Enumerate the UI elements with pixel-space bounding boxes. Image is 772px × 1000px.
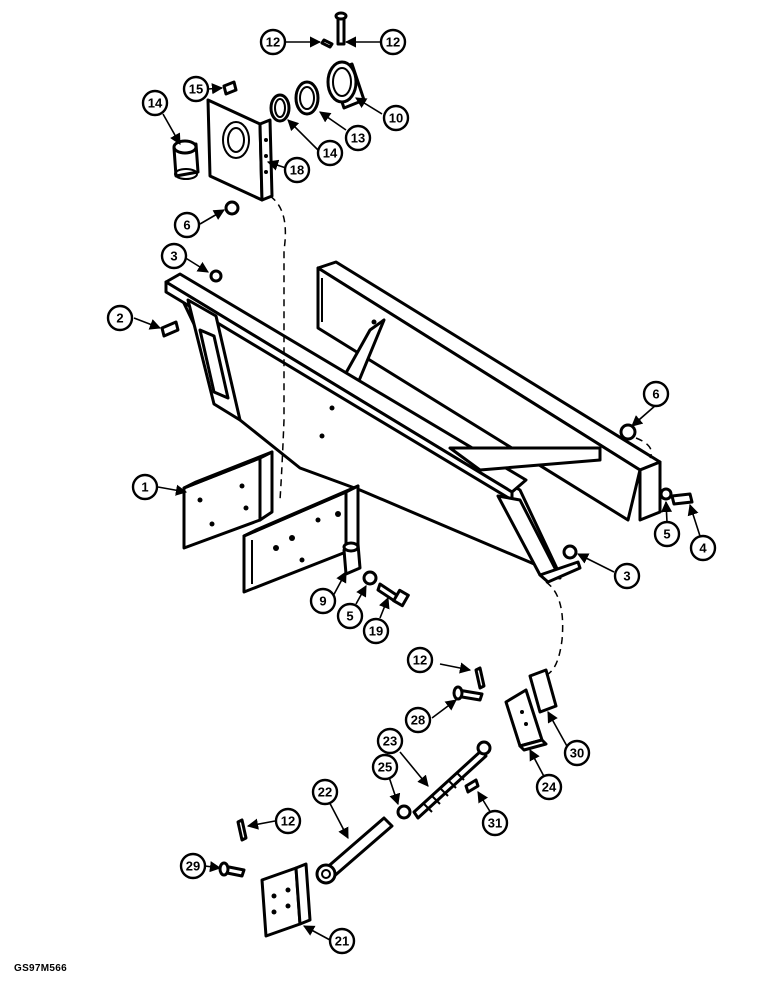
pin-29 [218, 861, 246, 878]
main-frame [164, 260, 662, 594]
clip-15 [222, 80, 238, 96]
callout-12-low: 12 [274, 807, 302, 835]
callout-31: 31 [481, 809, 509, 837]
plate-30 [528, 668, 558, 714]
callout-25: 25 [371, 753, 399, 781]
svg-text:3: 3 [170, 249, 177, 264]
callout-22: 22 [311, 778, 339, 806]
bushing-14-left [172, 139, 200, 180]
svg-text:4: 4 [699, 541, 707, 556]
callout-13: 13 [344, 124, 372, 152]
cotter-pin-12-top [320, 38, 334, 49]
svg-text:5: 5 [663, 527, 670, 542]
svg-text:23: 23 [383, 734, 397, 749]
svg-text:2: 2 [116, 311, 123, 326]
bolt-4 [670, 492, 694, 506]
callout-24: 24 [535, 773, 563, 801]
svg-text:12: 12 [413, 653, 427, 668]
rod-23 [412, 740, 492, 820]
svg-text:22: 22 [318, 785, 332, 800]
alignment-line-linkage [543, 581, 564, 677]
bushing-9 [342, 541, 362, 576]
tube-22 [315, 816, 394, 885]
svg-text:28: 28 [411, 713, 425, 728]
svg-text:12: 12 [266, 35, 280, 50]
svg-text:25: 25 [378, 760, 392, 775]
svg-text:14: 14 [323, 146, 338, 161]
alignment-line-bracket [269, 195, 287, 501]
callout-18: 18 [283, 156, 311, 184]
nut-3-right [562, 544, 578, 560]
svg-text:9: 9 [319, 594, 326, 609]
callout-3-top: 3 [160, 242, 188, 270]
svg-text:3: 3 [623, 569, 630, 584]
leader-lines [133, 36, 701, 941]
bolt-2 [160, 320, 180, 338]
callout-14-left: 14 [141, 89, 169, 117]
svg-text:24: 24 [542, 780, 557, 795]
bolt-19 [376, 582, 410, 608]
svg-text:12: 12 [386, 35, 400, 50]
callout-6-right: 6 [642, 380, 670, 408]
callout-21: 21 [328, 927, 356, 955]
svg-text:15: 15 [189, 82, 203, 97]
callout-30: 30 [563, 739, 591, 767]
svg-text:10: 10 [389, 111, 403, 126]
bracket-24 [504, 688, 548, 752]
callout-14-right: 14 [316, 139, 344, 167]
pin-11 [334, 11, 348, 46]
svg-text:19: 19 [369, 624, 383, 639]
svg-text:13: 13 [351, 131, 365, 146]
washer-5-lower [362, 570, 378, 586]
svg-text:31: 31 [488, 816, 502, 831]
callout-11: 12 [379, 28, 407, 56]
nut-6-top [224, 200, 240, 216]
bolt-31 [464, 778, 480, 794]
callout-1: 1 [131, 473, 159, 501]
callout-19: 19 [362, 617, 390, 645]
callout-5-lower: 5 [336, 602, 364, 630]
nut-25 [396, 804, 412, 820]
callout-29: 29 [179, 852, 207, 880]
callout-5-right: 5 [653, 520, 681, 548]
callout-15: 15 [182, 75, 210, 103]
callout-12-mid: 12 [406, 646, 434, 674]
bearing-bracket-18 [206, 98, 274, 202]
svg-text:14: 14 [148, 96, 163, 111]
cotter-pin-12-mid [474, 666, 486, 690]
callout-23: 23 [376, 727, 404, 755]
figure-code: GS97M566 [14, 963, 67, 974]
svg-text:21: 21 [335, 934, 349, 949]
pin-28 [452, 685, 484, 702]
callout-3-right: 3 [613, 562, 641, 590]
callout-4: 4 [689, 534, 717, 562]
washer-5-right [659, 487, 673, 501]
svg-text:5: 5 [346, 609, 353, 624]
callout-2: 2 [106, 304, 134, 332]
callout-28: 28 [404, 706, 432, 734]
svg-text:18: 18 [290, 163, 304, 178]
svg-text:1: 1 [141, 480, 148, 495]
bearing-rings [269, 60, 366, 123]
nut-6-right [619, 423, 637, 441]
callout-9: 9 [309, 587, 337, 615]
svg-text:6: 6 [652, 387, 659, 402]
callout-6-top: 6 [173, 211, 201, 239]
svg-text:30: 30 [570, 746, 584, 761]
cotter-pin-12-low [236, 818, 248, 842]
callout-10: 10 [382, 104, 410, 132]
svg-text:6: 6 [183, 218, 190, 233]
svg-text:29: 29 [186, 859, 200, 874]
svg-text:12: 12 [281, 814, 295, 829]
nut-3-top [209, 269, 223, 283]
callout-12-top: 12 [259, 28, 287, 56]
alignment-line-nut [635, 437, 653, 459]
plate-21 [260, 862, 312, 938]
